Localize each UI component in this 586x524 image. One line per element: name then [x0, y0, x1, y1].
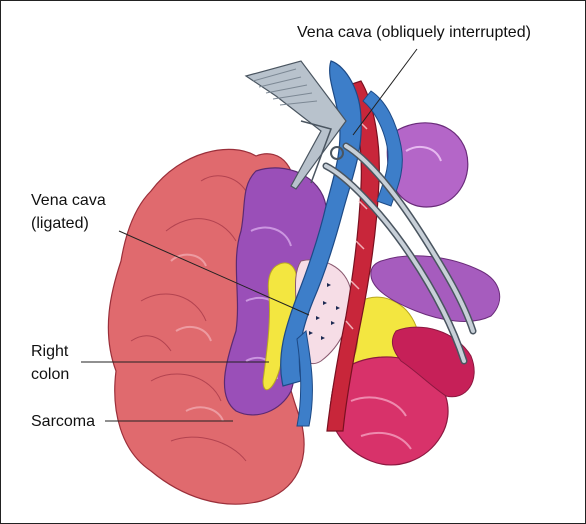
leader-lines: [81, 48, 418, 422]
leader-vena-cava-oblique: [352, 48, 418, 136]
vascular-clamp: [244, 60, 347, 190]
label-sarcoma: Sarcoma: [31, 413, 96, 430]
small-bowel-loops: [329, 326, 475, 466]
leader-vena-cava-ligated: [118, 230, 310, 316]
label-vena-cava-obliquely-interrupted: Vena cava (obliquely interrupted): [297, 24, 531, 41]
forceps: [322, 142, 477, 365]
label-vena-cava-ligated: Vena cava (ligated): [31, 192, 106, 232]
label-right-colon: Right colon: [31, 343, 70, 383]
